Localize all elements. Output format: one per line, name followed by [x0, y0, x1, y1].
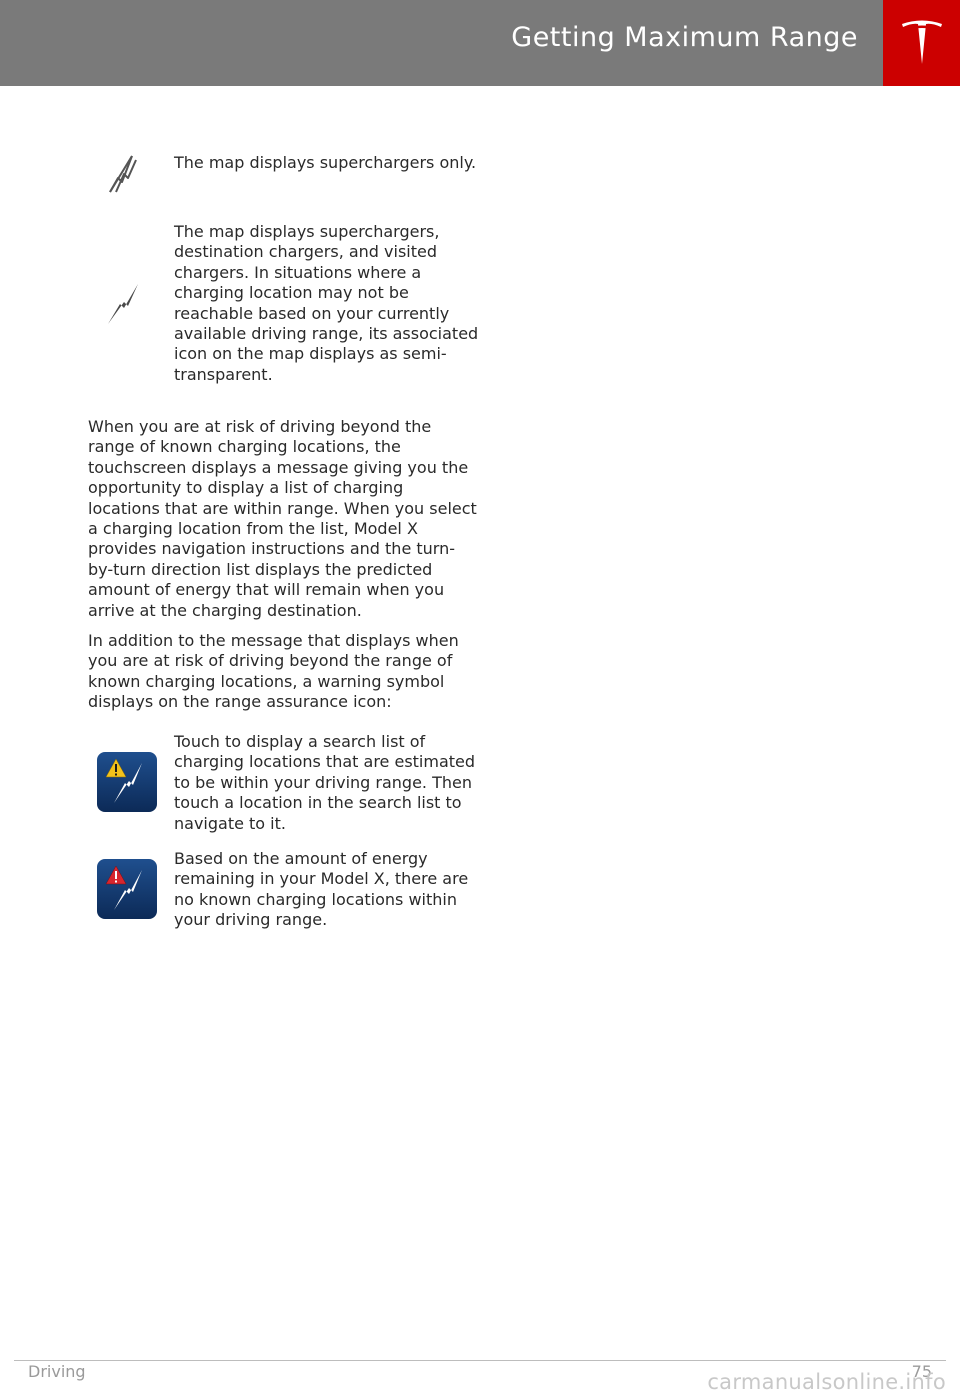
range-assurance-red-warning-icon	[88, 858, 168, 920]
icon-row-text: Based on the amount of energy remaining …	[174, 849, 469, 930]
charger-filled-icon	[88, 280, 168, 330]
tesla-logo	[883, 0, 960, 86]
icon-row-all-chargers: The map displays superchargers, destinat…	[88, 222, 488, 392]
footer-divider	[14, 1360, 946, 1361]
tesla-logo-icon	[902, 20, 942, 64]
page-title: Getting Maximum Range	[511, 22, 858, 53]
icon-row-red-warning: Based on the amount of energy remaining …	[88, 848, 488, 930]
supercharger-outline-icon	[88, 150, 168, 200]
icon-row-yellow-warning: Touch to display a search list of chargi…	[88, 731, 488, 833]
page-header: Getting Maximum Range	[0, 0, 960, 86]
icon-row-text: The map displays superchargers, destinat…	[174, 222, 479, 384]
page-number: 75	[911, 1362, 932, 1381]
paragraph: In addition to the message that displays…	[88, 631, 459, 712]
icon-row-superchargers: The map displays superchargers only.	[88, 150, 488, 200]
paragraph: When you are at risk of driving beyond t…	[88, 417, 477, 620]
icon-row-text: The map displays superchargers only.	[174, 153, 477, 172]
range-assurance-yellow-warning-icon	[88, 751, 168, 813]
watermark: carmanualsonline.info	[707, 1370, 946, 1394]
footer-section: Driving	[28, 1362, 86, 1381]
icon-row-text: Touch to display a search list of chargi…	[174, 732, 476, 833]
